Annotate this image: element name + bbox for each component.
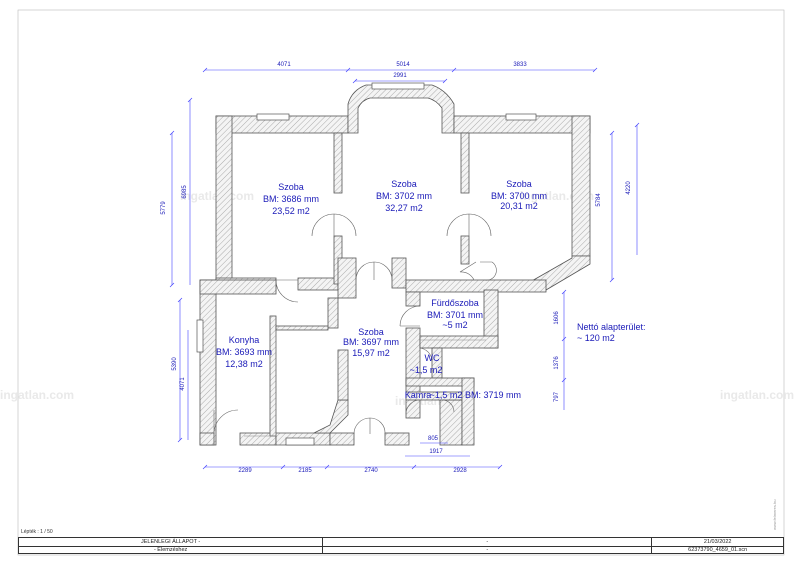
room-kamra: Kamra ~1,5 m2 BM: 3719 mm bbox=[405, 390, 521, 400]
room-name: WC bbox=[425, 353, 440, 363]
dim-right-4: 1376 bbox=[554, 356, 560, 370]
dim-right-3: 1606 bbox=[554, 311, 560, 325]
walls bbox=[199, 84, 591, 446]
watermarks: ingatlan.com ingatlan.com ingatlan.com i… bbox=[0, 189, 794, 408]
doors bbox=[213, 213, 497, 435]
room-height: BM: 3693 mm bbox=[216, 347, 272, 357]
dimension-labels: 4071 5014 3833 2991 2289 2185 2740 2928 … bbox=[161, 62, 632, 474]
dim-right-5: 797 bbox=[554, 391, 560, 402]
net-area-value: ~ 120 m2 bbox=[577, 333, 615, 343]
file-id-cell: 62373790_4659_01.scn bbox=[688, 547, 748, 553]
dim-left-1: 5779 bbox=[161, 201, 167, 215]
scale-label: Lépték : 1 / 50 bbox=[21, 529, 53, 535]
dim-right-2: 4220 bbox=[626, 181, 632, 195]
dim-top-1: 4071 bbox=[277, 62, 291, 68]
dim-left-3: 5390 bbox=[172, 357, 178, 371]
dim-left-2: 6985 bbox=[182, 185, 188, 199]
title-block-row-2: - Elemzéshez - 62373790_4659_01.scn bbox=[19, 546, 783, 554]
dim-bottom-3: 2740 bbox=[364, 468, 378, 474]
room-szoba-2: Szoba BM: 3702 mm 32,27 m2 bbox=[376, 179, 432, 213]
side-credit: www.felmeres.hu bbox=[772, 499, 777, 530]
room-height: BM: 3719 mm bbox=[465, 390, 521, 400]
dim-bottom-small-1: 805 bbox=[428, 436, 439, 442]
room-height: BM: 3702 mm bbox=[376, 191, 432, 201]
dim-bottom-small-2: 1917 bbox=[429, 449, 443, 455]
room-area: 20,31 m2 bbox=[500, 201, 538, 211]
room-height: BM: 3700 mm bbox=[491, 191, 547, 201]
middle-cell: - bbox=[323, 538, 653, 546]
room-szoba-1: Szoba BM: 3686 mm 23,52 m2 bbox=[263, 182, 319, 216]
dim-left-4: 4071 bbox=[180, 377, 186, 391]
room-name: Fürdőszoba bbox=[431, 298, 479, 308]
inner-lines bbox=[244, 330, 486, 437]
room-area: 32,27 m2 bbox=[385, 203, 423, 213]
title-block: JELENLEGI ÁLLAPOT - - 21/03/2022 - Elemz… bbox=[18, 537, 784, 554]
watermark-1: ingatlan.com bbox=[0, 388, 74, 402]
room-area: 12,38 m2 bbox=[225, 359, 263, 369]
net-area-note: Nettó alapterület: ~ 120 m2 bbox=[577, 322, 646, 343]
dim-bottom-4: 2928 bbox=[453, 468, 467, 474]
room-szoba-4: Szoba BM: 3697 mm 15,97 m2 bbox=[343, 327, 399, 358]
dim-top-3: 3833 bbox=[513, 62, 527, 68]
room-name: Kamra bbox=[405, 390, 432, 400]
room-furdoszoba: Fürdőszoba BM: 3701 mm ~5 m2 bbox=[427, 298, 483, 330]
room-labels: Szoba BM: 3686 mm 23,52 m2 Szoba BM: 370… bbox=[216, 179, 547, 400]
dim-bay: 2991 bbox=[393, 73, 407, 79]
windows bbox=[196, 82, 537, 446]
room-area: ~5 m2 bbox=[442, 320, 467, 330]
room-area: 15,97 m2 bbox=[352, 348, 390, 358]
status-cell: JELENLEGI ÁLLAPOT - bbox=[19, 538, 324, 546]
room-szoba-3: Szoba BM: 3700 mm 20,31 m2 bbox=[491, 179, 547, 211]
dim-bottom-2: 2185 bbox=[298, 468, 312, 474]
dim-top-2: 5014 bbox=[396, 62, 410, 68]
room-name: Konyha bbox=[229, 335, 260, 345]
room-height: BM: 3697 mm bbox=[343, 337, 399, 347]
room-name: Szoba bbox=[506, 179, 532, 189]
room-name: Szoba bbox=[278, 182, 304, 192]
room-name: Szoba bbox=[391, 179, 417, 189]
middle-cell-2: - bbox=[323, 546, 653, 554]
purpose-cell: - Elemzéshez bbox=[19, 546, 324, 554]
room-konyha: Konyha BM: 3693 mm 12,38 m2 bbox=[216, 335, 272, 369]
room-area: ~1,5 m2 bbox=[410, 365, 443, 375]
date-cell: 21/03/2022 bbox=[703, 539, 732, 545]
title-block-row-1: JELENLEGI ÁLLAPOT - - 21/03/2022 bbox=[19, 538, 783, 547]
room-area: ~1,5 m2 bbox=[430, 390, 463, 400]
room-name: Szoba bbox=[358, 327, 384, 337]
room-wc: WC ~1,5 m2 bbox=[410, 353, 443, 375]
dim-right-1: 5784 bbox=[596, 193, 602, 207]
room-height: BM: 3701 mm bbox=[427, 310, 483, 320]
net-area-label: Nettó alapterület: bbox=[577, 322, 646, 332]
sheet-border bbox=[17, 9, 785, 556]
room-height: BM: 3686 mm bbox=[263, 194, 319, 204]
watermark-5: ingatlan.com bbox=[720, 388, 794, 402]
room-area: 23,52 m2 bbox=[272, 206, 310, 216]
dim-bottom-1: 2289 bbox=[238, 468, 252, 474]
dimension-lines bbox=[169, 67, 640, 470]
